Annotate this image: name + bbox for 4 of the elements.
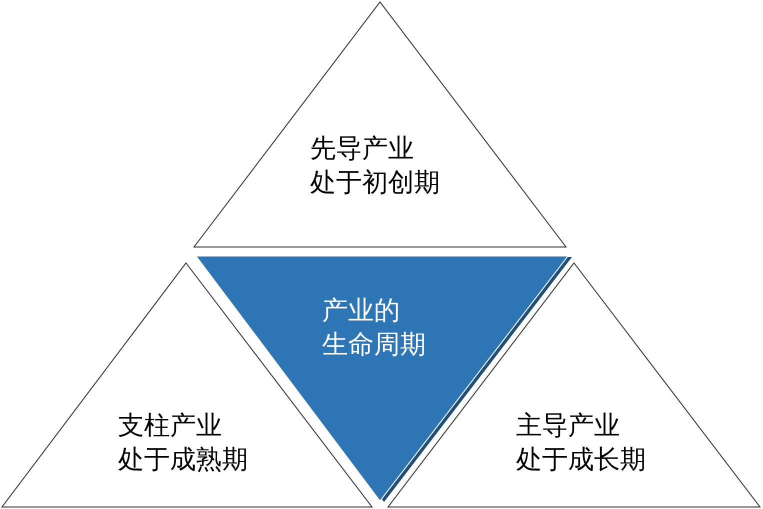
triangle-label: 主导产业处于成长期 [516,410,646,477]
triangle-label: 支柱产业处于成熟期 [118,410,248,477]
triangle-label: 先导产业处于初创期 [310,133,440,200]
triangle-label: 产业的生命周期 [322,295,426,362]
